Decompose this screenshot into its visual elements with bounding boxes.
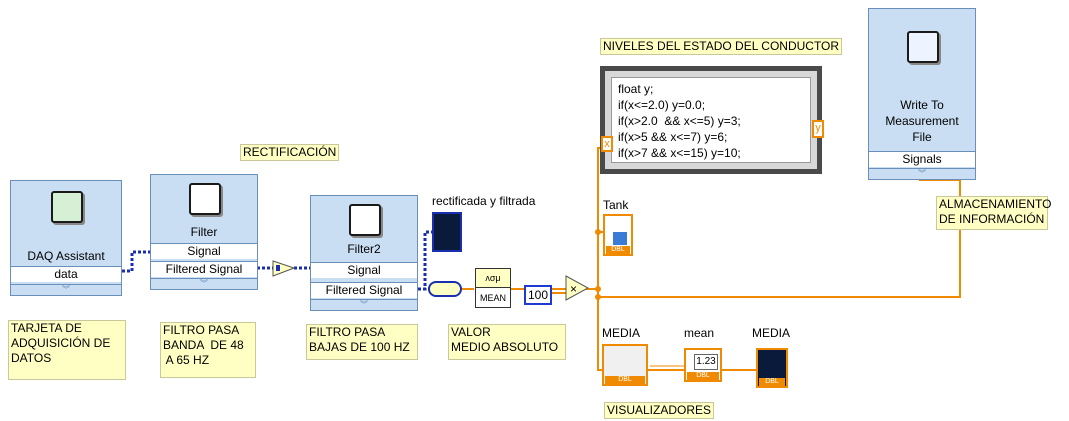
write-name: Write To Measurement File xyxy=(885,98,959,144)
media-caption-2: MEDIA xyxy=(752,326,791,340)
write-measurement-file-block[interactable]: Write To Measurement File Signals ︾ xyxy=(868,8,976,180)
mean-value: 1.23 xyxy=(694,354,718,370)
filter2-terminal-filtered[interactable]: Filtered Signal xyxy=(311,282,417,298)
tank-caption: Tank xyxy=(603,198,629,212)
expand-chevron-icon[interactable]: ︾ xyxy=(151,278,257,289)
label-tarjeta: TARJETA DE ADQUISICIÓN DE DATOS xyxy=(8,320,126,380)
dbl-tag: DBL xyxy=(759,378,785,386)
filter-name: Filter xyxy=(190,225,218,239)
tank-indicator[interactable]: DBL xyxy=(603,214,633,256)
daq-terminal-data[interactable]: data xyxy=(11,266,121,282)
constant-100[interactable]: 100 xyxy=(524,285,552,305)
mean-numeric-indicator[interactable]: 1.23 DBL xyxy=(684,348,722,382)
write-terminal-signals[interactable]: Signals xyxy=(869,151,975,167)
label-valor-medio: VALOR MEDIO ABSOLUTO xyxy=(448,324,566,360)
filter2-block[interactable]: Filter2 Signal Filtered Signal ︾ xyxy=(310,195,418,311)
graph-caption: rectificada y filtrada xyxy=(432,194,536,208)
lowpass-icon xyxy=(349,204,381,236)
expand-chevron-icon[interactable]: ︾ xyxy=(311,299,417,310)
formula-output-y[interactable]: y xyxy=(812,120,824,138)
daq-assistant-block[interactable]: DAQ Assistant data ︾ xyxy=(10,180,122,296)
filter-block[interactable]: Filter Signal Filtered Signal ︾ xyxy=(150,174,258,290)
tank-fill xyxy=(613,232,627,245)
abs-function[interactable] xyxy=(428,281,462,297)
formula-code[interactable]: float y; if(x<=2.0) y=0.0; if(x>2.0 && x… xyxy=(611,77,811,163)
filter2-terminal-signal[interactable]: Signal xyxy=(311,262,417,278)
filter-terminal-filtered[interactable]: Filtered Signal xyxy=(151,261,257,277)
daq-name: DAQ Assistant xyxy=(27,249,105,263)
svg-text:×: × xyxy=(570,282,577,296)
bandpass-icon xyxy=(189,183,221,215)
dbl-tag: DBL xyxy=(687,372,719,380)
mean-caption: mean xyxy=(684,326,715,340)
mean-label: MEAN xyxy=(479,293,506,303)
formula-node[interactable]: float y; if(x<=2.0) y=0.0; if(x>2.0 && x… xyxy=(600,66,822,174)
label-almacenamiento: ALMACENAMIENTO DE INFORMACIÓN xyxy=(936,196,1051,230)
mean-function[interactable]: ʌσμ MEAN xyxy=(475,268,511,308)
media-caption-1: MEDIA xyxy=(602,326,641,340)
label-filtro-banda: FILTRO PASA BANDA DE 48 A 65 HZ xyxy=(160,322,256,378)
expand-chevron-icon[interactable]: ︾ xyxy=(11,284,121,295)
media-gauge-indicator[interactable]: DBL xyxy=(602,344,648,386)
label-visualizadores: VISUALIZADORES xyxy=(604,402,715,419)
media-chart-indicator[interactable]: DBL xyxy=(756,348,788,388)
label-rectificacion: RECTIFICACIÓN xyxy=(240,144,340,161)
convert-node xyxy=(272,260,296,277)
waveform-graph-indicator[interactable] xyxy=(432,212,462,252)
wire-daq-to-filter xyxy=(122,250,150,273)
filter2-name: Filter2 xyxy=(347,242,381,256)
expand-chevron-icon[interactable]: ︾ xyxy=(869,168,975,179)
dbl-tag: DBL xyxy=(606,246,630,254)
multiply-node: × xyxy=(565,275,590,301)
label-niveles: NIVELES DEL ESTADO DEL CONDUCTOR xyxy=(600,38,843,55)
mean-symbol: ʌσμ xyxy=(476,269,510,288)
wire-filter2-to-graph xyxy=(418,230,432,291)
write-file-icon xyxy=(907,31,939,63)
label-filtro-bajas: FILTRO PASA BAJAS DE 100 HZ xyxy=(306,324,418,360)
dbl-tag: DBL xyxy=(605,376,645,384)
wire-to-write-file xyxy=(598,159,961,298)
formula-input-x[interactable]: x xyxy=(601,136,613,152)
daq-icon xyxy=(51,191,83,223)
filter-terminal-signal[interactable]: Signal xyxy=(151,243,257,259)
